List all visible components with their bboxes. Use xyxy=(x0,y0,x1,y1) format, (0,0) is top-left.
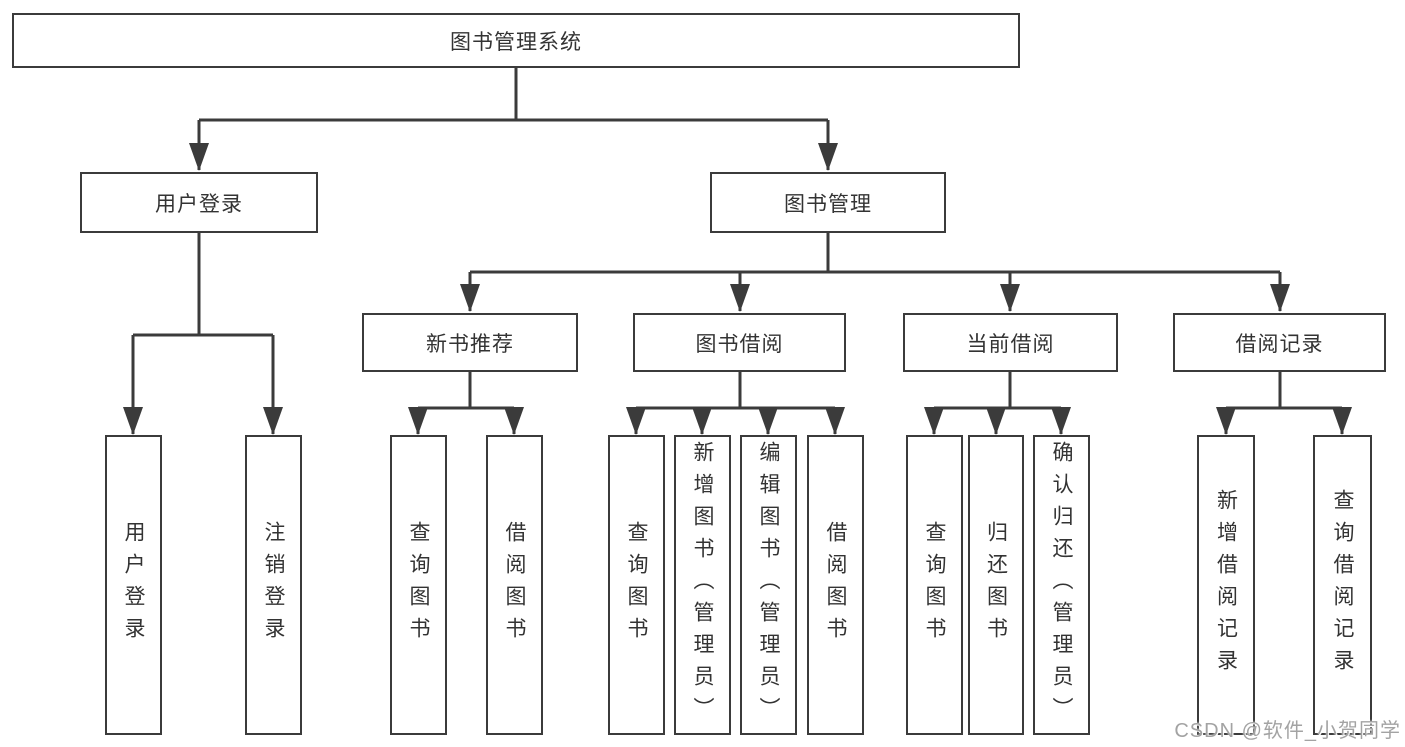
node-leaf-nbr-borrow-books: 借阅图书 xyxy=(486,435,543,735)
node-new-book-rec: 新书推荐 xyxy=(362,313,578,372)
leaf-label: 注销登录 xyxy=(262,521,285,649)
leaf-label: 编辑图书（管理员） xyxy=(757,441,780,729)
edges-current-borrow xyxy=(924,372,1071,435)
leaf-label: 借阅图书 xyxy=(503,521,526,649)
leaf-label: 确认归还（管理员） xyxy=(1050,441,1073,729)
node-root: 图书管理系统 xyxy=(12,13,1020,68)
node-leaf-br-add-record: 新增借阅记录 xyxy=(1197,435,1255,735)
node-leaf-br-query-record: 查询借阅记录 xyxy=(1313,435,1372,735)
edges-user-login xyxy=(123,233,283,435)
leaf-label: 查询图书 xyxy=(407,521,430,649)
edges-book-borrow xyxy=(626,372,845,435)
node-leaf-cb-confirm-return-admin: 确认归还（管理员） xyxy=(1033,435,1090,735)
leaf-label: 用户登录 xyxy=(122,521,145,649)
edges-root xyxy=(189,68,838,171)
leaf-label: 新增图书（管理员） xyxy=(691,441,714,729)
node-book-borrow: 图书借阅 xyxy=(633,313,846,372)
node-leaf-bb-borrow-books: 借阅图书 xyxy=(807,435,864,735)
node-leaf-user-login: 用户登录 xyxy=(105,435,162,735)
edges-book-mgmt xyxy=(460,233,1290,312)
leaf-label: 借阅图书 xyxy=(824,521,847,649)
node-borrow-record: 借阅记录 xyxy=(1173,313,1386,372)
node-leaf-bb-add-books-admin: 新增图书（管理员） xyxy=(674,435,731,735)
node-leaf-cb-query-books: 查询图书 xyxy=(906,435,963,735)
edges-new-book-rec xyxy=(408,372,524,435)
node-leaf-cb-return-books: 归还图书 xyxy=(968,435,1024,735)
csdn-watermark: CSDN @软件_小贺同学 xyxy=(1174,720,1401,742)
leaf-label: 查询借阅记录 xyxy=(1331,489,1354,681)
leaf-label: 归还图书 xyxy=(984,521,1008,649)
node-book-mgmt: 图书管理 xyxy=(710,172,946,233)
leaf-label: 查询图书 xyxy=(923,521,946,649)
leaf-label: 查询图书 xyxy=(625,521,648,649)
node-leaf-bb-query-books: 查询图书 xyxy=(608,435,665,735)
edges-borrow-record xyxy=(1216,372,1352,435)
node-leaf-nbr-query-books: 查询图书 xyxy=(390,435,447,735)
leaf-label: 新增借阅记录 xyxy=(1214,489,1238,681)
node-user-login: 用户登录 xyxy=(80,172,318,233)
node-current-borrow: 当前借阅 xyxy=(903,313,1118,372)
node-leaf-bb-edit-books-admin: 编辑图书（管理员） xyxy=(740,435,797,735)
node-leaf-logout: 注销登录 xyxy=(245,435,302,735)
